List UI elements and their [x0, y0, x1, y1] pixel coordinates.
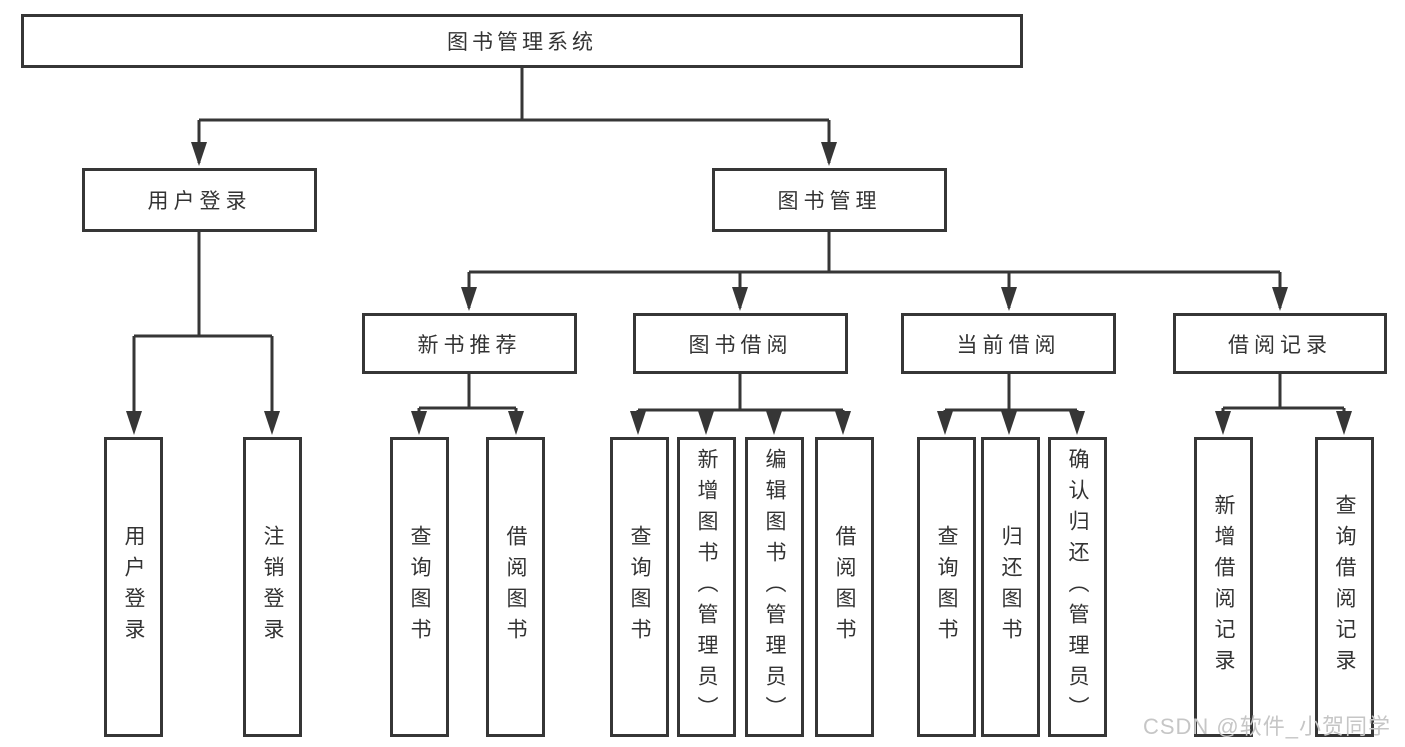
node-borrow-books-2: 借阅图书	[815, 437, 874, 737]
node-borrow-books-1: 借阅图书	[486, 437, 545, 737]
node-label: 新书推荐	[417, 333, 522, 357]
node-label: 用户登录	[147, 190, 252, 213]
node-label: 归还图书	[999, 525, 1022, 649]
node-library-management-system: 图书管理系统	[21, 14, 1023, 68]
node-logout-leaf: 注销登录	[243, 437, 302, 737]
node-query-borrow-record: 查询借阅记录	[1315, 437, 1374, 737]
arrowheads	[126, 142, 1352, 435]
node-book-borrowing: 图书借阅	[633, 313, 848, 374]
node-label: 借阅图书	[504, 525, 527, 649]
node-label: 注销登录	[261, 525, 284, 649]
node-label: 图书管理	[777, 190, 882, 213]
node-return-book: 归还图书	[981, 437, 1040, 737]
node-label: 查询图书	[408, 525, 431, 649]
connector-paths	[132, 68, 1346, 430]
node-label: 用户登录	[122, 525, 145, 649]
node-new-book-recommendation: 新书推荐	[362, 313, 577, 374]
node-borrowing-records: 借阅记录	[1173, 313, 1387, 374]
node-label: 图书管理系统	[447, 31, 597, 54]
node-label: 查询借阅记录	[1333, 494, 1356, 680]
node-confirm-return-admin: 确认归还（管理员）	[1048, 437, 1107, 737]
node-query-books-3: 查询图书	[917, 437, 976, 737]
node-label: 图书借阅	[688, 333, 793, 357]
node-add-book-admin: 新增图书（管理员）	[677, 437, 736, 737]
node-label: 当前借阅	[956, 333, 1061, 357]
node-label: 查询图书	[628, 525, 651, 649]
node-add-borrow-record: 新增借阅记录	[1194, 437, 1253, 737]
node-edit-book-admin: 编辑图书（管理员）	[745, 437, 804, 737]
node-user-login: 用户登录	[82, 168, 317, 232]
node-label: 新增借阅记录	[1212, 494, 1235, 680]
node-query-books-1: 查询图书	[390, 437, 449, 737]
node-query-books-2: 查询图书	[610, 437, 669, 737]
node-label: 编辑图书（管理员）	[763, 447, 786, 727]
node-label: 借阅记录	[1228, 333, 1332, 357]
node-label: 查询图书	[935, 525, 958, 649]
node-label: 新增图书（管理员）	[695, 447, 718, 727]
node-label: 借阅图书	[833, 525, 856, 649]
node-current-borrowing: 当前借阅	[901, 313, 1116, 374]
node-user-login-leaf: 用户登录	[104, 437, 163, 737]
node-label: 确认归还（管理员）	[1066, 447, 1089, 727]
node-book-management: 图书管理	[712, 168, 947, 232]
